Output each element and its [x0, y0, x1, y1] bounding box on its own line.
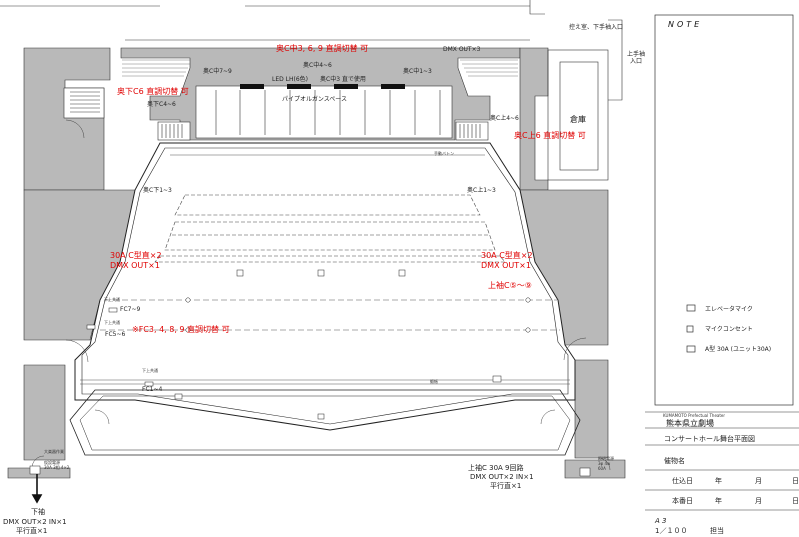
note-label: NOTE: [668, 20, 702, 29]
org-name: 熊本県立劇場: [666, 418, 714, 428]
paper-size: A 3: [654, 517, 666, 525]
right-30a-line2: DMX OUT×1: [481, 261, 531, 270]
setup-year: 年: [715, 476, 722, 485]
setup-day: 日: [792, 477, 799, 485]
drawing-title: コンサートホール舞台平面図: [664, 434, 755, 443]
lower-wing-callout-1: 下袖: [31, 507, 45, 516]
door-arcs: [31, 119, 611, 471]
dmx-top-label: DMX OUT×3: [443, 46, 481, 53]
lower-common-3: 下上共通: [142, 367, 158, 373]
org-en: KUMAMOTO Prefectual Theater: [663, 413, 725, 418]
right-lower-wall: [574, 359, 609, 459]
upper-wing-callout-2: DMX OUT×2 IN×1: [470, 473, 534, 481]
setup-month: 月: [755, 477, 762, 485]
left-lower-wall: [23, 364, 66, 461]
c4-6-label: 奥C中4~6: [303, 61, 332, 69]
lower-wing-callout-2: DMX OUT×2 IN×1: [3, 518, 67, 526]
upper-wing-entrance-1: 上手袖: [627, 50, 645, 58]
led-label: LED LH(6色): [272, 75, 308, 83]
exit-arrow: [31, 474, 43, 504]
legend-elevator-mic: エレベータマイク: [705, 305, 753, 313]
fc7-9-label: FC7~9: [120, 306, 140, 313]
note-panel: [654, 14, 794, 406]
c3-direct-label: 奥C中3 直で使用: [320, 75, 366, 83]
fc1-4-label: FC1~4: [142, 386, 162, 393]
upper-wing-entrance-2: 入口: [630, 58, 642, 65]
curtain-label: 緞帳: [430, 378, 438, 384]
riser-lines: [154, 194, 506, 263]
hand-batten-label: 手動バトン: [434, 150, 454, 156]
warehouse-label: 倉庫: [570, 114, 586, 124]
right-wing-label: 上袖C⑤～⑨: [488, 280, 532, 290]
led-fixtures: [240, 84, 405, 89]
lower-common-1: 下上共通: [104, 296, 120, 302]
upper-c1-3-label: 奥C上1~3: [467, 186, 496, 194]
left-30a-line1: 30A C型直×2: [110, 250, 162, 260]
production-label: 催物名: [664, 456, 685, 465]
upstage-left-label: 奥下C6 直調切替 可: [117, 86, 189, 96]
show-day: 日: [792, 497, 799, 505]
fc5-6-label: FC5~6: [105, 331, 125, 338]
upper-wing-callout-3: 平行直×1: [490, 481, 521, 490]
right-30a-line1: 30A C型直×2: [481, 250, 533, 260]
structure-lines: [0, 0, 623, 181]
lower-c4-6-label: 奥下C4~6: [147, 100, 176, 108]
title-block-frame: [645, 411, 799, 511]
show-label: 本番日: [672, 496, 693, 505]
show-month: 月: [755, 497, 762, 505]
power-left-1: 仮設電源: [44, 459, 60, 465]
batten-lines: [80, 154, 570, 385]
c7-9-label: 奥C中7~9: [203, 67, 232, 75]
legend-a-type-30a: A型 30A (ユニット30A): [705, 345, 771, 353]
lower-wing-callout-3: 平行直×1: [16, 526, 47, 535]
power-right-1: 照明電源: [598, 455, 614, 461]
lower-c1-3-label: 奥C下1~3: [143, 186, 172, 194]
fc-note-label: ※FC3, 4, 8, 9 直調切替 可: [132, 324, 230, 334]
setup-label: 仕込日: [672, 476, 693, 485]
legend-mic-outlet: マイクコンセント: [705, 326, 753, 333]
upstage-right-label: 奥C上6 直調切替 可: [514, 130, 586, 140]
upper-wing-callout-1: 上袖C 30A 9回路: [468, 463, 524, 472]
c1-3-label: 奥C中1~3: [403, 67, 432, 75]
person-label: 担当: [710, 526, 724, 535]
top-right-note: 控え室、下手袖入口: [569, 23, 623, 31]
lower-common-2: 下上共通: [104, 319, 120, 325]
orchestra-room-label: 大楽器作業: [44, 448, 64, 454]
upper-c4-6-label: 奥C上4~6: [490, 114, 519, 122]
left-30a-line2: DMX OUT×1: [110, 261, 160, 270]
show-year: 年: [715, 496, 722, 505]
power-right-3: 60A: [598, 466, 606, 471]
power-left-2: 30A 3相 4×2: [44, 464, 70, 470]
scale-label: 1／１００: [655, 527, 687, 535]
apron-outline: [69, 389, 581, 456]
pipe-organ-label: パイプオルガンスペース: [282, 95, 347, 103]
power-right-2: 3φ 4w: [598, 461, 611, 466]
floor-markers: [29, 269, 591, 477]
upstage-center-label: 奥C中3, 6, 9 直調切替 可: [276, 43, 368, 53]
